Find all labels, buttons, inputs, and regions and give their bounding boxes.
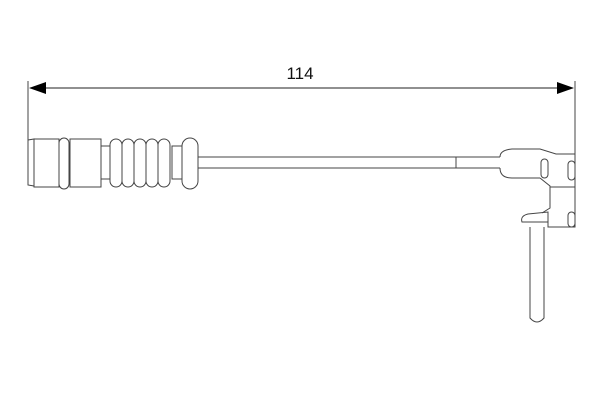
sensor-head [499, 148, 576, 323]
cable [198, 156, 500, 169]
dimension-label: 114 [286, 64, 314, 83]
bellows-grommet [109, 137, 199, 190]
connector-plug [27, 137, 111, 190]
